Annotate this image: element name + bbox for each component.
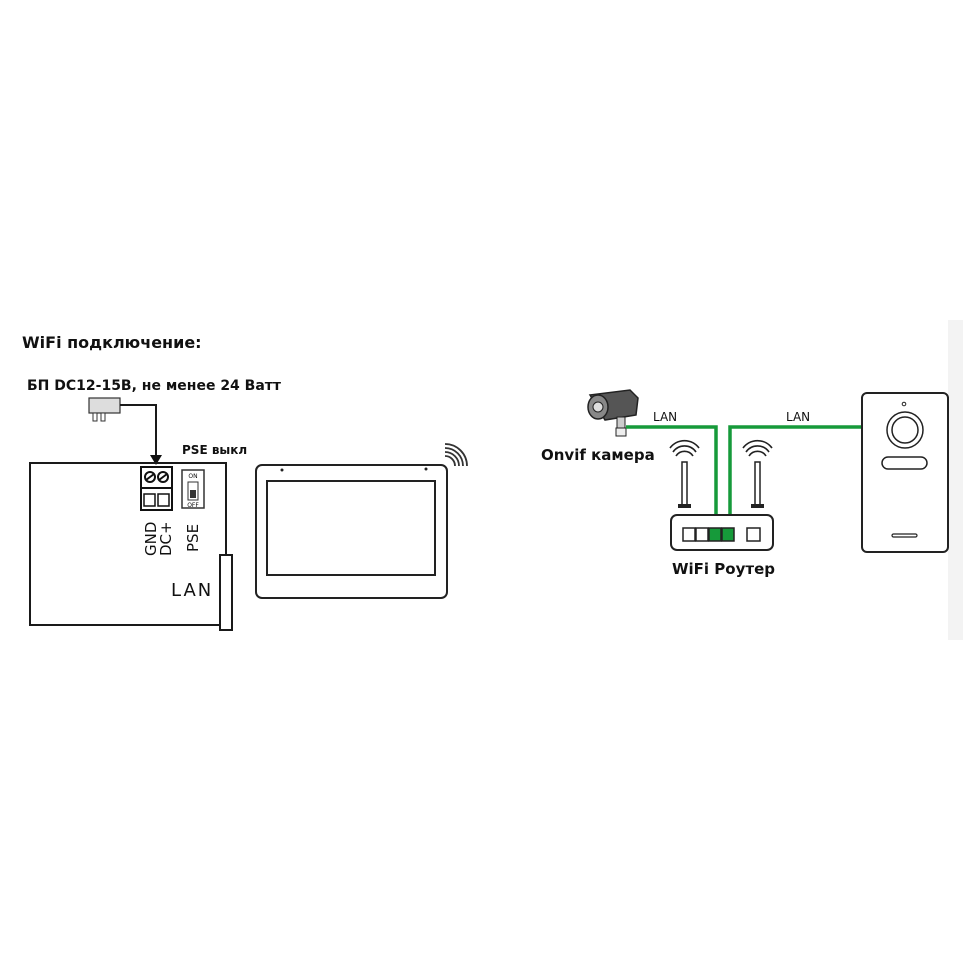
wifi-router-icon [669, 439, 774, 551]
door-call-panel [861, 392, 949, 553]
power-supply-label: БП DC12-15В, не менее 24 Ватт [27, 378, 282, 394]
pse-off-label: PSE выкл [182, 443, 247, 457]
pse-switch: ON OFF [181, 469, 205, 509]
router-label: WiFi Роутер [672, 560, 775, 578]
call-button [881, 456, 928, 470]
diagram-title: WiFi подключение: [22, 333, 202, 352]
wifi-signal-icon [444, 443, 468, 467]
terminal-block [140, 466, 173, 511]
lan-cable-camera [626, 425, 718, 540]
arrow-icon [150, 455, 162, 465]
power-adapter-icon [88, 397, 121, 422]
background-strip [948, 320, 963, 640]
lan-label-camera: LAN [653, 410, 677, 424]
gnd-label: GND [142, 522, 160, 556]
lan-cable-panel [728, 425, 864, 540]
lan-connector [219, 554, 233, 631]
lan-label-panel: LAN [786, 410, 810, 424]
lan-port-label: LAN [171, 580, 213, 601]
monitor-back-panel [29, 462, 233, 631]
monitor-front [255, 464, 448, 599]
power-wire [120, 404, 157, 456]
cctv-camera-icon [587, 389, 639, 437]
dc-plus-label: DC+ [157, 521, 175, 556]
switch-on-label: ON [188, 473, 197, 480]
camera-label: Onvif камера [541, 446, 655, 464]
switch-off-label: OFF [187, 502, 199, 509]
pse-label: PSE [184, 524, 202, 552]
